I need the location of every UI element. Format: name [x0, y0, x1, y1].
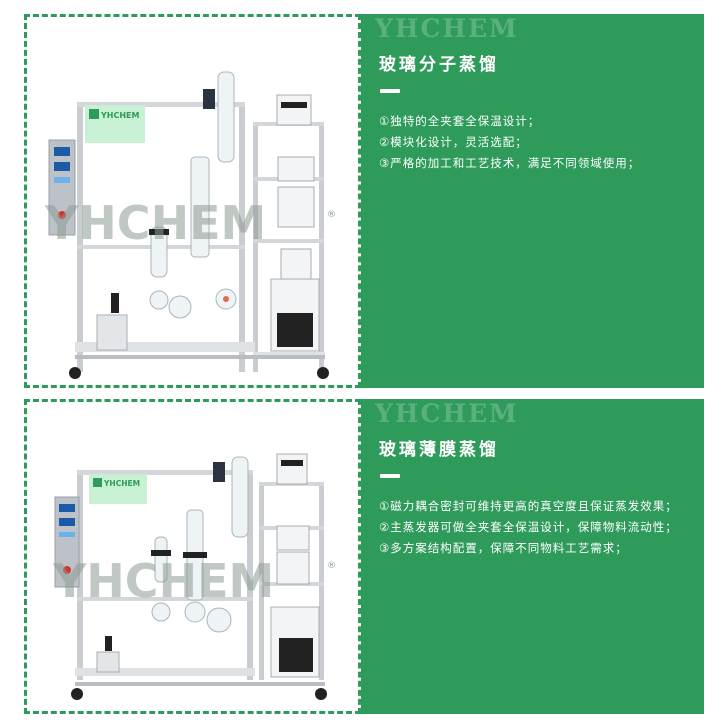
board-brand-text: YHCHEM — [103, 479, 140, 488]
product-image-thin-film-distillation: YHCHEM — [24, 399, 361, 714]
brand-watermark: YHCHEM — [44, 196, 266, 250]
product-card-thin-film-distillation: YHCHEM — [24, 399, 704, 714]
feature-item: ①磁力耦合密封可维持更高的真空度且保证蒸发效果； — [379, 499, 678, 513]
product-image-molecular-distillation: YHCHEM — [24, 14, 361, 388]
feature-item: ③严格的加工和工艺技术，满足不同领域使用； — [379, 156, 641, 170]
feature-item: ①独特的全夹套全保温设计； — [379, 114, 541, 128]
brand-watermark: YHCHEM — [52, 554, 274, 608]
title-underline-bar — [380, 474, 400, 478]
registered-mark: ® — [327, 210, 336, 220]
title-underline-bar — [380, 89, 400, 93]
distillation-apparatus-illustration: YHCHEM — [52, 453, 336, 700]
distillation-apparatus-illustration: YHCHEM — [44, 71, 336, 379]
product-title: 玻璃薄膜蒸馏 — [379, 440, 499, 460]
feature-item: ③多方案结构配置，保障不同物料工艺需求； — [379, 541, 628, 555]
feature-item: ②主蒸发器可做全夹套全保温设计，保障物料流动性； — [379, 520, 678, 534]
feature-item: ②模块化设计，灵活选配； — [379, 135, 528, 149]
product-info-panel: YHCHEM 玻璃薄膜蒸馏 ①磁力耦合密封可维持更高的真空度且保证蒸发效果； ②… — [361, 399, 704, 714]
feature-list: ①独特的全夹套全保温设计； ②模块化设计，灵活选配； ③严格的加工和工艺技术，满… — [379, 111, 684, 174]
registered-mark: ® — [327, 561, 336, 571]
product-info-panel: YHCHEM 玻璃分子蒸馏 ①独特的全夹套全保温设计； ②模块化设计，灵活选配；… — [361, 14, 704, 388]
product-card-molecular-distillation: YHCHEM — [24, 14, 704, 388]
board-brand-text: YHCHEM — [100, 111, 140, 120]
panel-watermark: YHCHEM — [375, 14, 519, 43]
panel-watermark: YHCHEM — [375, 399, 519, 428]
feature-list: ①磁力耦合密封可维持更高的真空度且保证蒸发效果； ②主蒸发器可做全夹套全保温设计… — [379, 496, 684, 559]
product-title: 玻璃分子蒸馏 — [379, 55, 499, 75]
